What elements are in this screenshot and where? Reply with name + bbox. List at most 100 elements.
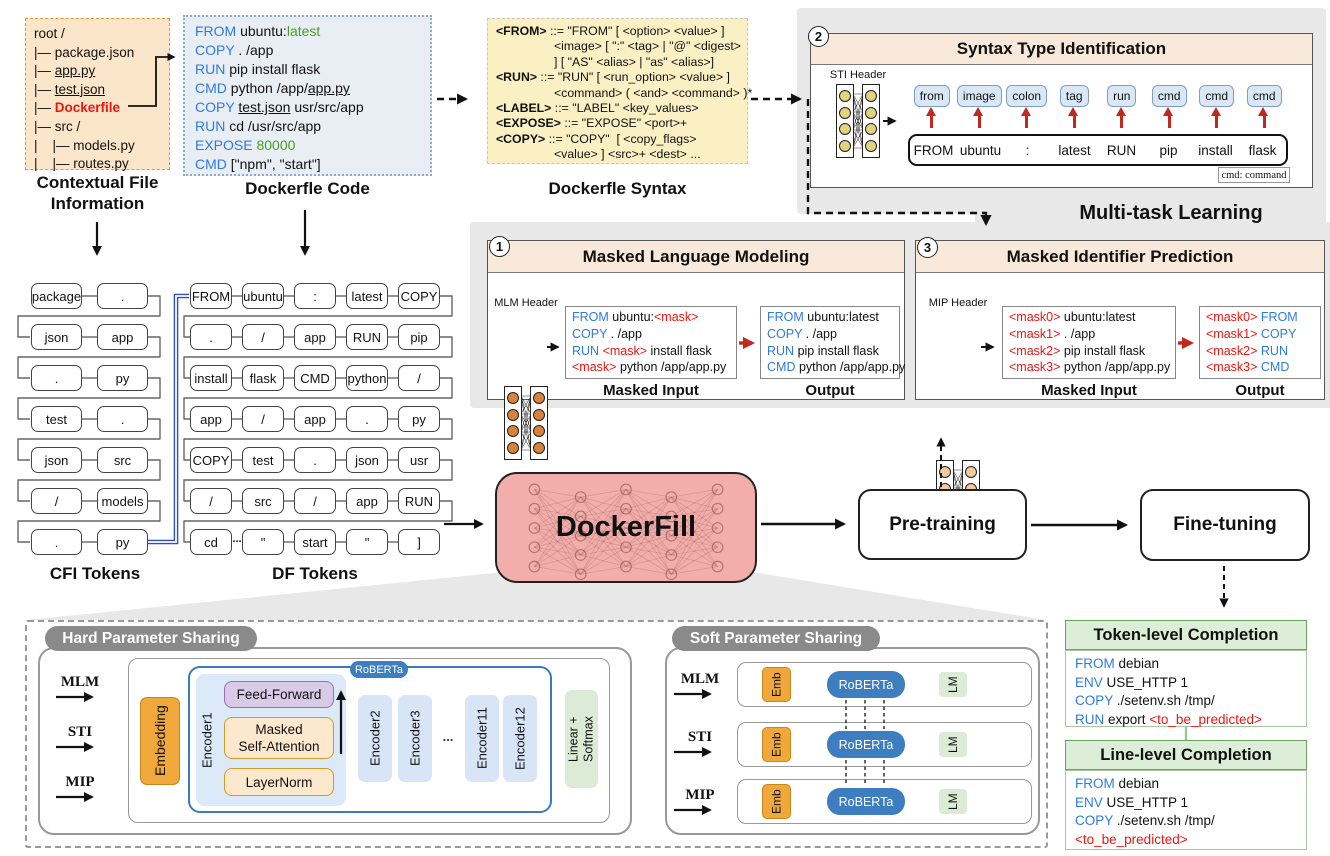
cfi-token: app bbox=[97, 324, 148, 350]
dockerfile-code-label: Dockerfle Code bbox=[245, 179, 370, 198]
cfi-token: . bbox=[97, 283, 148, 309]
code-line: RUN export <to_be_predicted> bbox=[1075, 711, 1262, 727]
encoder1-label: Encoder1 bbox=[199, 712, 215, 768]
syntax-type-chip: tag bbox=[1059, 84, 1089, 107]
neural-network-decoration bbox=[528, 483, 724, 581]
nn-node bbox=[865, 106, 877, 119]
nn-node bbox=[533, 391, 545, 404]
layernorm-box: LayerNorm bbox=[224, 768, 334, 796]
feed-forward-box: Feed-Forward bbox=[224, 681, 334, 708]
df-token: cd bbox=[190, 529, 232, 555]
code-line: <mask2> pip install flask bbox=[1009, 343, 1146, 358]
mip-output-label: Output bbox=[1235, 382, 1285, 399]
df-token: app bbox=[346, 488, 388, 514]
syntax-type-chip: run bbox=[1107, 84, 1137, 107]
cfi-token-row: package. bbox=[31, 283, 148, 309]
code-line: root / bbox=[34, 26, 65, 41]
code-token: install bbox=[1198, 142, 1233, 158]
code-line: <to_be_predicted> bbox=[1075, 831, 1188, 847]
cfi-token: test bbox=[31, 406, 82, 432]
code-line: <RUN> ::= "RUN" [ <run_option> <value> ] bbox=[496, 70, 730, 85]
cfi-token: package bbox=[31, 283, 82, 309]
mip-title: Masked Identifier Prediction bbox=[916, 241, 1324, 273]
df-token: start bbox=[294, 529, 336, 555]
code-line: FROM ubuntu:latest bbox=[195, 23, 321, 39]
red-up-arrow-icon bbox=[1115, 107, 1127, 128]
cfi-tokens-label: CFI Tokens bbox=[49, 564, 141, 583]
dockerfile-syntax-label: Dockerfle Syntax bbox=[548, 179, 687, 198]
code-line: |— package.json bbox=[34, 44, 135, 60]
soft-emb-box: Emb bbox=[762, 667, 791, 702]
code-line: | |— models.py bbox=[34, 137, 135, 153]
red-up-arrow-icon bbox=[973, 107, 984, 128]
df-token: / bbox=[242, 406, 284, 432]
nn-column bbox=[504, 386, 522, 460]
nn-cross-lines bbox=[853, 93, 863, 149]
code-line: COPY . /app bbox=[767, 326, 837, 341]
code-line: <mask> python /app/app.py bbox=[572, 360, 727, 375]
code-line: RUN cd /usr/src/app bbox=[195, 118, 322, 134]
cfi-token-row: test. bbox=[31, 406, 148, 432]
cfi-token: . bbox=[97, 406, 148, 432]
mip-header-label: MIP Header bbox=[920, 297, 996, 309]
nn-node bbox=[507, 408, 519, 421]
df-token: . bbox=[190, 324, 232, 350]
mlm-number-badge: 1 bbox=[489, 236, 510, 257]
code-line: RUN pip install flask bbox=[195, 61, 321, 77]
df-token: COPY bbox=[190, 447, 232, 473]
df-token: RUN bbox=[346, 324, 388, 350]
code-line: COPY . /app bbox=[195, 42, 274, 58]
code-line: CMD ["npm", "start"] bbox=[195, 156, 321, 172]
code-line: |— src / bbox=[34, 118, 81, 134]
df-token: python bbox=[346, 365, 388, 391]
code-line: <value> ] <src>+ <dest> ... bbox=[554, 147, 701, 162]
encoder2-box: Encoder2 bbox=[358, 695, 392, 782]
red-up-arrow-icon bbox=[1068, 107, 1079, 128]
df-token: / bbox=[398, 365, 440, 391]
sti-header-icon bbox=[836, 84, 880, 158]
hard-task-label-sti: STI bbox=[67, 724, 93, 740]
df-token: . bbox=[346, 406, 388, 432]
sti-number-badge: 2 bbox=[808, 26, 829, 47]
linear-softmax-box: Linear + Softmax bbox=[565, 690, 598, 788]
nn-node bbox=[939, 465, 951, 478]
code-line: ENV USE_HTTP 1 bbox=[1075, 674, 1189, 690]
df-token: . bbox=[294, 447, 336, 473]
soft-task-label-mlm: MLM bbox=[680, 671, 720, 687]
multi-task-learning-label: Multi-task Learning bbox=[1079, 202, 1263, 224]
code-line: RUN <mask> install flask bbox=[572, 343, 712, 358]
mip-output-box: <mask0> FROM<mask1> COPY<mask2> RUN<mask… bbox=[1199, 306, 1321, 379]
mip-masked-input-label: Masked Input bbox=[1041, 382, 1137, 399]
df-token: app bbox=[294, 406, 336, 432]
code-line: |— app.py bbox=[34, 63, 96, 79]
df-token: py bbox=[398, 406, 440, 432]
roberta-pill: RoBERTa bbox=[350, 661, 408, 678]
sti-header-label: STI Header bbox=[820, 69, 896, 81]
cfi-token: json bbox=[31, 447, 82, 473]
code-line: <mask3> CMD bbox=[1206, 360, 1290, 375]
df-token: ] bbox=[398, 529, 440, 555]
soft-parameter-sharing-pill: Soft Parameter Sharing bbox=[672, 626, 880, 651]
df-token: / bbox=[190, 488, 232, 514]
nn-node bbox=[533, 442, 545, 455]
code-line: <FROM> ::= "FROM" [ <option> <value> ] bbox=[496, 24, 725, 38]
nn-column bbox=[530, 386, 548, 460]
df-token: " bbox=[242, 529, 284, 555]
mlm-masked-input-label: Masked Input bbox=[603, 382, 699, 399]
mip-number-badge: 3 bbox=[917, 237, 938, 258]
df-token: : bbox=[294, 283, 336, 309]
nn-node bbox=[839, 89, 851, 102]
soft-task-label-sti: STI bbox=[687, 729, 713, 745]
soft-roberta-pill: RoBERTa bbox=[827, 788, 905, 815]
soft-roberta-pill: RoBERTa bbox=[827, 671, 905, 698]
dockerfill-model-box: DockerFill bbox=[495, 472, 757, 583]
code-line: RUN pip install flask bbox=[767, 343, 879, 358]
code-line: <EXPOSE> ::= "EXPOSE" <port>+ bbox=[496, 116, 688, 131]
